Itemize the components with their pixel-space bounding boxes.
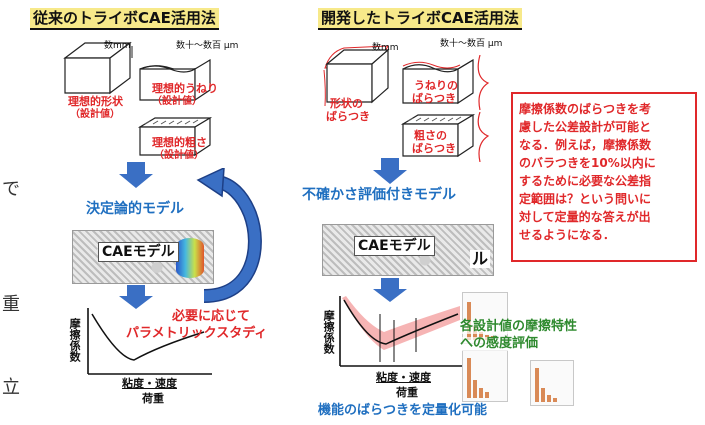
ideal-shape-block [63,41,133,95]
dim-mm-label: 数mm [104,41,131,51]
graph-xlabel: 粘度・速度 [376,371,431,384]
note-line: せるようになる． [519,228,616,242]
graph-xlabel-load: 荷重 [142,392,164,405]
note-line: のバラつきを10%以内に [519,156,656,170]
down-arrow-icon [119,285,153,309]
edge-fragment: で [2,179,20,200]
ideal-rough-sub: （設計値） [154,150,204,161]
note-line: 摩擦係数のばらつきを考 [519,102,652,116]
wave-variation-label-1: うねりの [414,79,458,92]
graph-xlabel: 粘度・速度 [122,377,177,390]
rough-variation-label-1: 粗さの [414,129,447,142]
quantify-variation-label: 機能のばらつきを定量化可能 [318,403,488,418]
graph-ylabel: 摩擦係数 [322,310,336,354]
parametric-label-1: 必要に応じて [172,309,251,324]
note-line: 定範囲は？という問いに [519,192,652,206]
sensitivity-chart [462,292,508,344]
down-arrow-icon [373,158,407,184]
uncertainty-model-label: 不確かさ評価付きモデル [302,187,456,203]
left-header: 従来のトライボCAE活用法 [30,8,219,30]
edge-fragment: 重 [2,294,20,315]
dim-um-label: 数十～数百 μm [440,39,503,49]
ideal-wave-sub: （設計値） [152,96,202,107]
sensitivity-label-1: 各設計値の摩擦特性 [460,319,578,335]
parametric-study-loop-arrow [196,168,262,303]
down-arrow-icon [119,162,153,188]
ideal-shape-label: 理想的形状 [68,95,123,108]
right-header: 開発したトライボCAE活用法 [318,8,522,30]
dim-mm-label: 数mm [372,43,399,53]
graph-ylabel: 摩擦係数 [68,318,82,362]
sensitivity-chart [530,360,574,406]
friction-curve-graph [87,308,212,375]
rough-variation-label-2: ばらつき [412,142,456,155]
cae-cylinder [176,238,204,278]
ideal-wave-label: 理想的うねり [152,82,218,95]
shape-variation-label-2: ばらつき [326,110,370,123]
dim-um-label: 数十～数百 μm [176,41,239,51]
cae-model-label: CAEモデル [354,236,435,256]
cae-image [322,224,494,276]
wave-variation-block [402,55,490,110]
ideal-rough-block [137,116,213,157]
ideal-rough-label: 理想的粗さ [152,136,207,149]
deterministic-model-label: 決定論的モデル [86,201,184,217]
note-line: するために必要な公差指 [519,174,652,188]
edge-fragment: 立 [2,377,20,398]
ideal-shape-sub: （設計値） [70,109,120,120]
note-line: 対して定量的な答えが出 [519,210,651,224]
graph-xlabel-load: 荷重 [396,386,418,399]
note-line: なる．例えば，摩擦係数 [519,138,652,152]
tolerance-design-note: 摩擦係数のばらつきを考 慮した公差設計が可能と なる．例えば，摩擦係数 のバラつ… [511,92,697,262]
down-arrow-icon [373,278,407,302]
cae-suffix: ル [470,249,491,268]
ideal-wave-block [139,58,211,102]
wave-variation-label-2: ばらつき [412,92,456,105]
parametric-label-2: パラメトリックスタディ [126,326,268,341]
friction-uncertainty-graph [339,296,462,367]
rough-variation-block [400,112,490,162]
cae-model-label: CAEモデル [98,242,179,262]
sensitivity-chart [462,350,508,402]
sensitivity-label-2: への感度評価 [460,336,539,352]
shape-variation-label-1: 形状の [330,97,363,110]
shape-variation-block [323,45,390,107]
note-line: 慮した公差設計が可能と [519,120,652,134]
